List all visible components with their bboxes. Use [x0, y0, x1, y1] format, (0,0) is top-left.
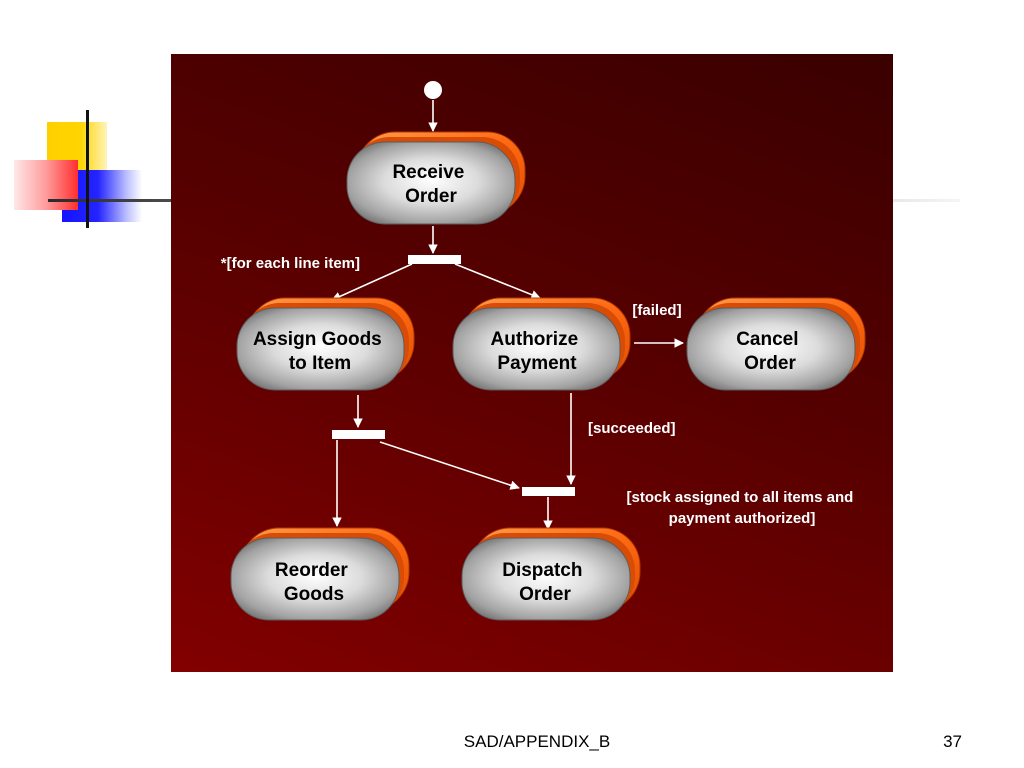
node-label-line: Goods [284, 584, 344, 605]
node-label-line: Order [519, 584, 571, 605]
activity-authorize-payment: Authorize Payment [452, 297, 631, 391]
page-number: 37 [943, 732, 962, 751]
node-label: Cancel Order [736, 329, 804, 374]
node-label: Authorize Payment [491, 329, 584, 374]
node-label-line: Assign Goods [253, 329, 382, 350]
join-bar [522, 487, 575, 496]
transition-arrow [331, 263, 413, 301]
node-label-line: Order [405, 186, 457, 207]
node-label-line: to Item [289, 353, 351, 374]
node-body [230, 537, 400, 621]
guard-line: [stock assigned to all items and [627, 489, 854, 506]
logo-vertical-line [86, 110, 89, 228]
guard-for-each-line-item: *[for each line item] [221, 255, 360, 272]
activity-receive-order: Receive Order [346, 131, 526, 225]
node-label: Reorder Goods [275, 560, 353, 605]
node-label: Assign Goods to Item [253, 329, 387, 374]
node-label-line: Dispatch [502, 560, 582, 581]
node-label-line: Order [744, 353, 796, 374]
guard-failed: [failed] [632, 302, 681, 319]
node-body [236, 307, 405, 391]
activity-assign-goods-to-item: Assign Goods to Item [236, 297, 415, 391]
guard-succeeded: [succeeded] [588, 420, 676, 437]
node-body [686, 307, 856, 391]
node-label: Receive Order [392, 162, 469, 207]
node-body [346, 141, 516, 225]
node-label-line: Authorize [491, 329, 579, 350]
node-label-line: Reorder [275, 560, 348, 581]
node-body [452, 307, 621, 391]
node-body [461, 537, 631, 621]
node-label-line: Receive [392, 162, 464, 183]
fork-bar [332, 430, 385, 439]
node-label: Dispatch Order [502, 560, 588, 605]
transition-arrow [454, 263, 541, 300]
initial-node [424, 81, 442, 99]
node-label-line: Payment [497, 353, 577, 374]
activity-cancel-order: Cancel Order [686, 297, 866, 391]
node-label-line: Cancel [736, 329, 798, 350]
activity-dispatch-order: Dispatch Order [461, 527, 641, 621]
fork-bar [408, 255, 461, 264]
guard-line: payment authorized] [669, 510, 816, 527]
guard-stock-and-payment: [stock assigned to all items and payment… [627, 489, 858, 527]
footer-text: SAD/APPENDIX_B [463, 732, 611, 751]
activity-reorder-goods: Reorder Goods [230, 527, 410, 621]
transition-arrow [379, 441, 520, 490]
